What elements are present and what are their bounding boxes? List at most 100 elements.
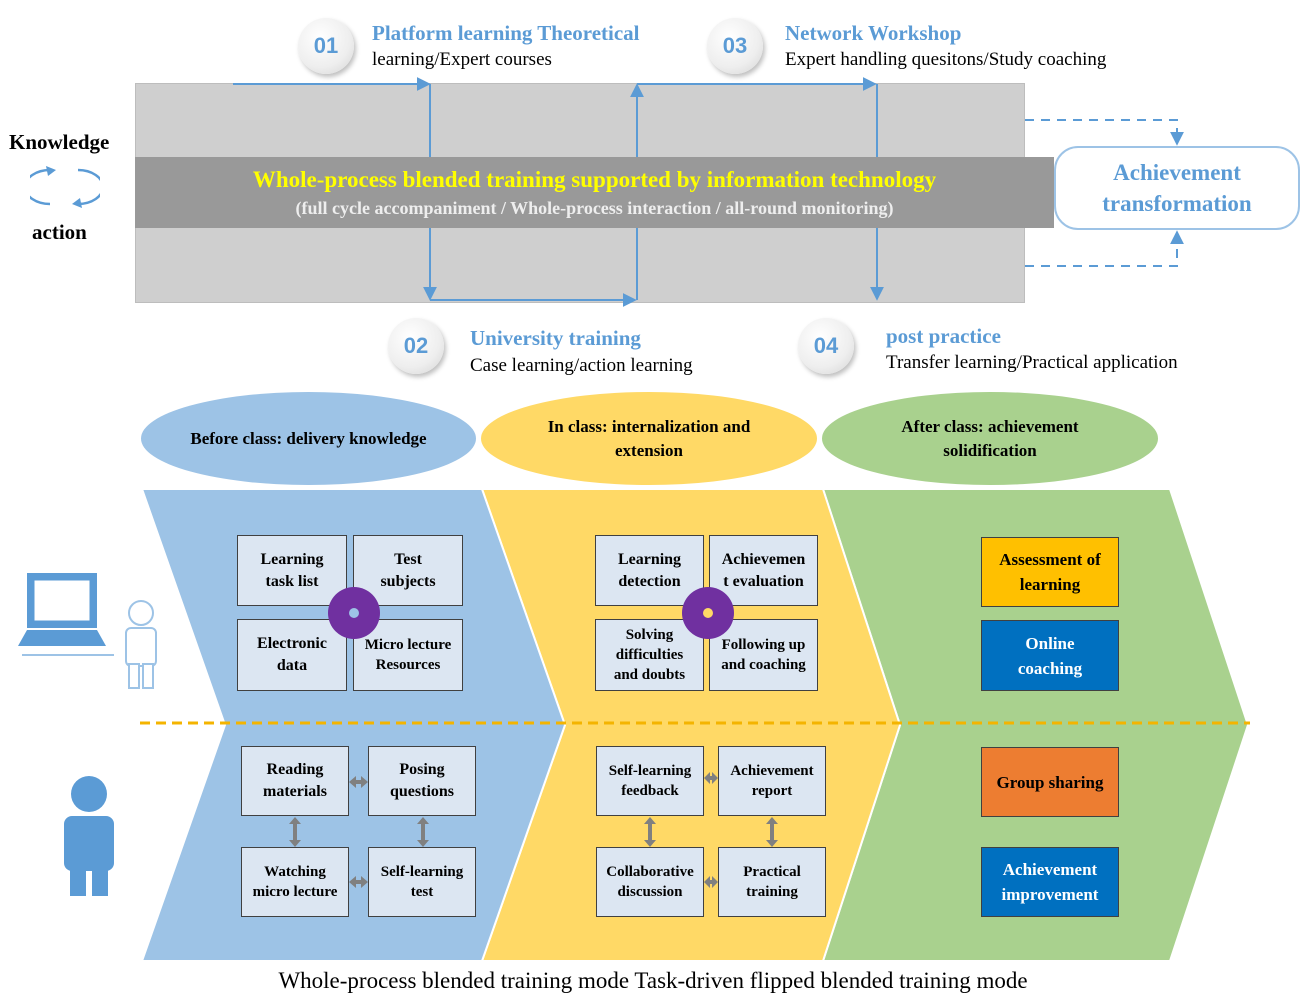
online-coaching-box: Online coaching xyxy=(981,620,1119,691)
student-before-box-1: Reading materials xyxy=(241,746,349,816)
teacher-in-box-3: Solving difficulties and doubts xyxy=(595,619,704,691)
phase-after-line2: solidification xyxy=(943,440,1037,460)
box-line: detection xyxy=(618,572,681,590)
box-line: subjects xyxy=(380,572,436,590)
double-arrow-icon xyxy=(289,817,301,847)
action-label: action xyxy=(32,220,87,244)
step-02-subtitle: Case learning/action learning xyxy=(470,355,693,376)
student-before-box-4: Self-learning test xyxy=(368,847,476,917)
double-arrow-icon xyxy=(417,817,429,847)
box-line: Self-learning xyxy=(380,864,464,880)
box-line: Posing xyxy=(399,761,445,778)
step-02-badge: 02 xyxy=(388,318,444,374)
step-01-title: Platform learning Theoretical xyxy=(372,21,640,45)
teacher-before-box-3: Electronic data xyxy=(237,619,347,691)
phase-in-ellipse: In class: internalization and extension xyxy=(481,392,817,485)
hub-disc-icon xyxy=(682,587,734,639)
box-line: coaching xyxy=(1017,658,1083,678)
student-in-box-3: Collaborative discussion xyxy=(596,847,704,917)
student-in-box-1: Self-learning feedback xyxy=(596,746,704,816)
box-line: Learning xyxy=(260,550,324,568)
achievement-transformation-box: Achievement transformation xyxy=(1054,146,1300,230)
teacher-in-box-4: Following up and coaching xyxy=(709,619,818,691)
banner-title: Whole-process blended training supported… xyxy=(252,167,937,192)
box-line: difficulties xyxy=(615,647,684,663)
box-line: Micro lecture xyxy=(364,637,452,653)
phase-in-line1: In class: internalization and xyxy=(547,416,751,436)
box-line: learning xyxy=(1019,575,1081,594)
computer-icon xyxy=(18,573,114,656)
box-line: materials xyxy=(263,783,327,800)
teacher-before-box-1: Learning task list xyxy=(237,535,347,606)
phase-after-line1: After class: achievement xyxy=(901,416,1079,436)
step-04-title: post practice xyxy=(886,324,1001,348)
student-before-box-2: Posing questions xyxy=(368,746,476,816)
double-arrow-icon xyxy=(349,876,368,888)
box-line: and coaching xyxy=(721,657,806,673)
phase-in-line2: extension xyxy=(614,440,683,460)
student-in-box-2: Achievement report xyxy=(718,746,826,816)
box-line: discussion xyxy=(617,884,683,900)
step-01-subtitle: learning/Expert courses xyxy=(372,49,552,70)
achievement-line-2: transformation xyxy=(1102,191,1252,216)
group-sharing-box: Group sharing xyxy=(981,747,1119,817)
banner-subtitle: (full cycle accompaniment / Whole-proces… xyxy=(295,198,894,218)
hub-disc-icon xyxy=(328,587,380,639)
box-line: Collaborative xyxy=(606,864,694,880)
box-line: feedback xyxy=(621,783,679,799)
step-04-badge: 04 xyxy=(798,318,854,374)
figure-caption: Whole-process blended training mode Task… xyxy=(278,968,1028,993)
box-line: and doubts xyxy=(613,667,686,683)
box-line: Achievemen xyxy=(721,550,806,568)
box-line: Assessment of xyxy=(999,550,1101,569)
box-line: Solving xyxy=(625,627,674,643)
step-04-subtitle: Transfer learning/Practical application xyxy=(886,352,1178,373)
box-line: micro lecture xyxy=(252,884,338,900)
double-arrow-icon xyxy=(704,876,718,888)
box-line: Watching xyxy=(264,864,326,880)
box-line: data xyxy=(276,657,308,674)
step-03-badge: 03 xyxy=(707,18,763,74)
box-line: Test xyxy=(394,550,422,568)
box-line: improvement xyxy=(1001,885,1099,904)
step-03-title: Network Workshop xyxy=(785,21,962,45)
box-line: Online xyxy=(1025,633,1075,653)
achievement-improvement-box: Achievement improvement xyxy=(981,847,1119,917)
box-line: report xyxy=(751,783,793,799)
step-03-subtitle: Expert handling quesitons/Study coaching xyxy=(785,49,1107,70)
student-connectors xyxy=(289,772,778,888)
box-line: Self-learning xyxy=(608,763,692,779)
box-line: task list xyxy=(265,572,319,590)
teacher-icon xyxy=(125,600,157,689)
box-line: Following up xyxy=(721,637,806,653)
box-line: Electronic xyxy=(257,635,327,652)
box-line: questions xyxy=(389,783,455,800)
teacher-in-box-2: Achievemen t evaluation xyxy=(709,535,818,606)
double-arrow-icon xyxy=(766,817,778,847)
double-arrow-icon xyxy=(644,817,656,847)
cycle-arrows-icon xyxy=(30,166,100,208)
step-02-title: University training xyxy=(470,326,641,350)
box-line: test xyxy=(410,884,434,900)
box-line: Group sharing xyxy=(996,772,1104,792)
student-before-box-3: Watching micro lecture xyxy=(241,847,349,917)
knowledge-label: Knowledge xyxy=(9,130,110,154)
box-line: t evaluation xyxy=(723,572,804,590)
box-line: training xyxy=(746,884,798,900)
box-line: Achievement xyxy=(730,763,814,779)
phase-before-ellipse: Before class: delivery knowledge xyxy=(141,392,476,485)
box-line: Reading xyxy=(266,761,324,778)
central-banner: Whole-process blended training supported… xyxy=(135,157,1054,228)
assessment-of-learning-box: Assessment of learning xyxy=(981,537,1119,607)
phase-after-ellipse: After class: achievement solidification xyxy=(822,392,1158,485)
double-arrow-icon xyxy=(349,776,368,788)
phase-before-line1: Before class: delivery knowledge xyxy=(190,428,427,448)
student-icon xyxy=(64,776,114,896)
box-line: Resources xyxy=(375,657,441,673)
box-line: Achievement xyxy=(1002,860,1098,879)
achievement-line-1: Achievement xyxy=(1113,160,1241,185)
double-arrow-icon xyxy=(704,772,718,784)
phase-chevrons xyxy=(140,488,1250,960)
